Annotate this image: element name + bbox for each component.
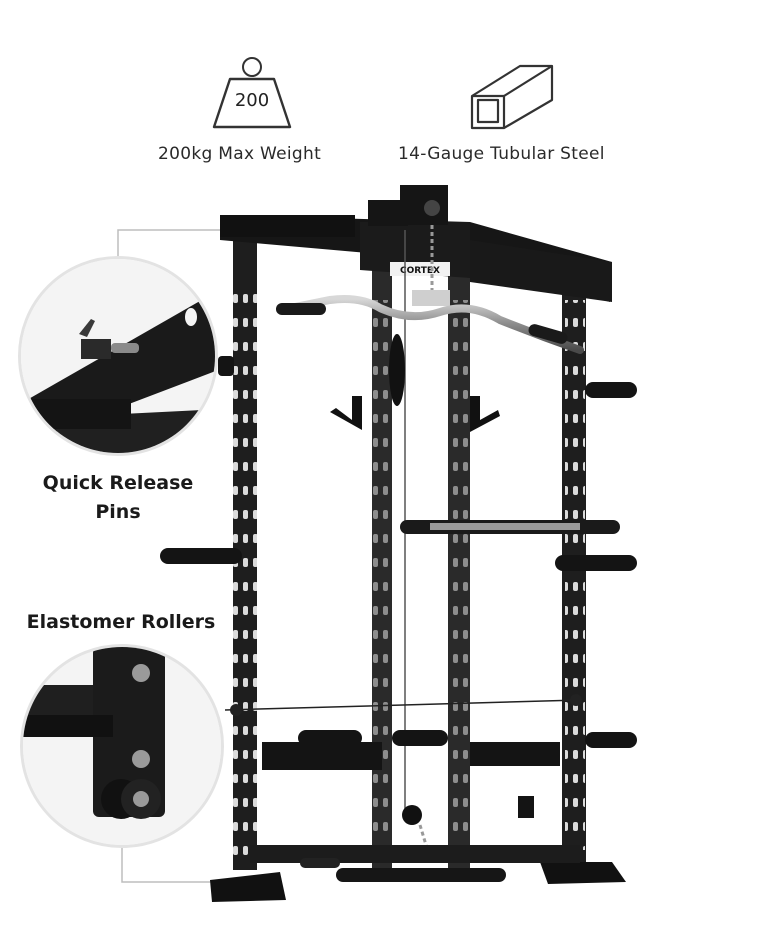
- weight-badge: 200: [234, 90, 270, 111]
- pins-label-line1: Quick Release: [42, 472, 194, 494]
- weight-icon: [212, 57, 292, 129]
- pins-callout-label: Quick Release Pins: [18, 469, 218, 527]
- brand-plate: CORTEX: [400, 266, 440, 276]
- quick-release-pins-closeup: [18, 256, 218, 456]
- rollers-callout-label: Elastomer Rollers: [26, 611, 216, 633]
- elastomer-rollers-closeup: [20, 644, 224, 848]
- power-rack-image: CORTEX: [160, 185, 637, 902]
- pins-label-line2: Pins: [95, 501, 141, 523]
- max-weight-label: 200kg Max Weight: [158, 144, 322, 164]
- steel-label: 14-Gauge Tubular Steel: [398, 144, 605, 164]
- square-tube-icon: [470, 64, 554, 130]
